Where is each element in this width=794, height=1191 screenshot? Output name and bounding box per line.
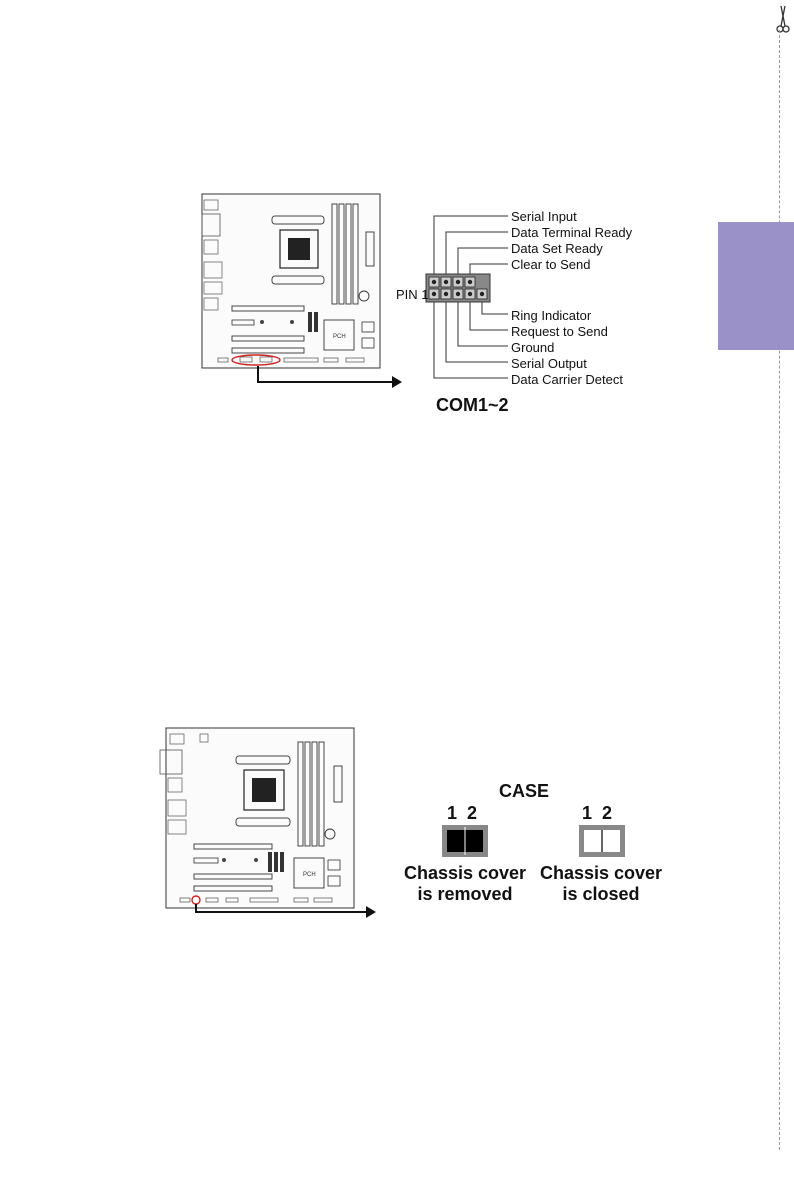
closed-caption-line1: Chassis cover <box>534 862 668 884</box>
cut-line <box>779 30 780 1150</box>
pin-label-ground: Ground <box>511 340 554 355</box>
motherboard-diagram-case: PCH <box>158 726 382 922</box>
pin-label-ring-indicator: Ring Indicator <box>511 308 591 323</box>
chapter-tab <box>718 222 794 350</box>
pin-label-data-set-ready: Data Set Ready <box>511 241 603 256</box>
pch-label: PCH <box>333 334 346 340</box>
pch-label: PCH <box>303 872 316 878</box>
motherboard-diagram-com: PCH <box>196 192 408 392</box>
com-pinout-diagram <box>420 208 500 388</box>
pin-label-data-carrier-detect: Data Carrier Detect <box>511 372 623 387</box>
pin-label-serial-input: Serial Input <box>511 209 577 224</box>
pin-label-request-to-send: Request to Send <box>511 324 608 339</box>
jumper-closed-icon <box>579 825 625 857</box>
closed-pin-numbers: 1 2 <box>582 803 612 824</box>
pin1-label: PIN 1 <box>396 287 429 302</box>
pin-label-data-terminal-ready: Data Terminal Ready <box>511 225 632 240</box>
closed-caption-line2: is closed <box>534 883 668 905</box>
pin-label-serial-output: Serial Output <box>511 356 587 371</box>
removed-caption-line2: is removed <box>398 883 532 905</box>
case-title: CASE <box>499 781 549 802</box>
jumper-removed-icon <box>442 825 488 857</box>
com-title: COM1~2 <box>436 395 509 416</box>
removed-pin-numbers: 1 2 <box>447 803 477 824</box>
com-leader-extensions <box>500 208 510 388</box>
pin-label-clear-to-send: Clear to Send <box>511 257 591 272</box>
removed-caption-line1: Chassis cover <box>398 862 532 884</box>
